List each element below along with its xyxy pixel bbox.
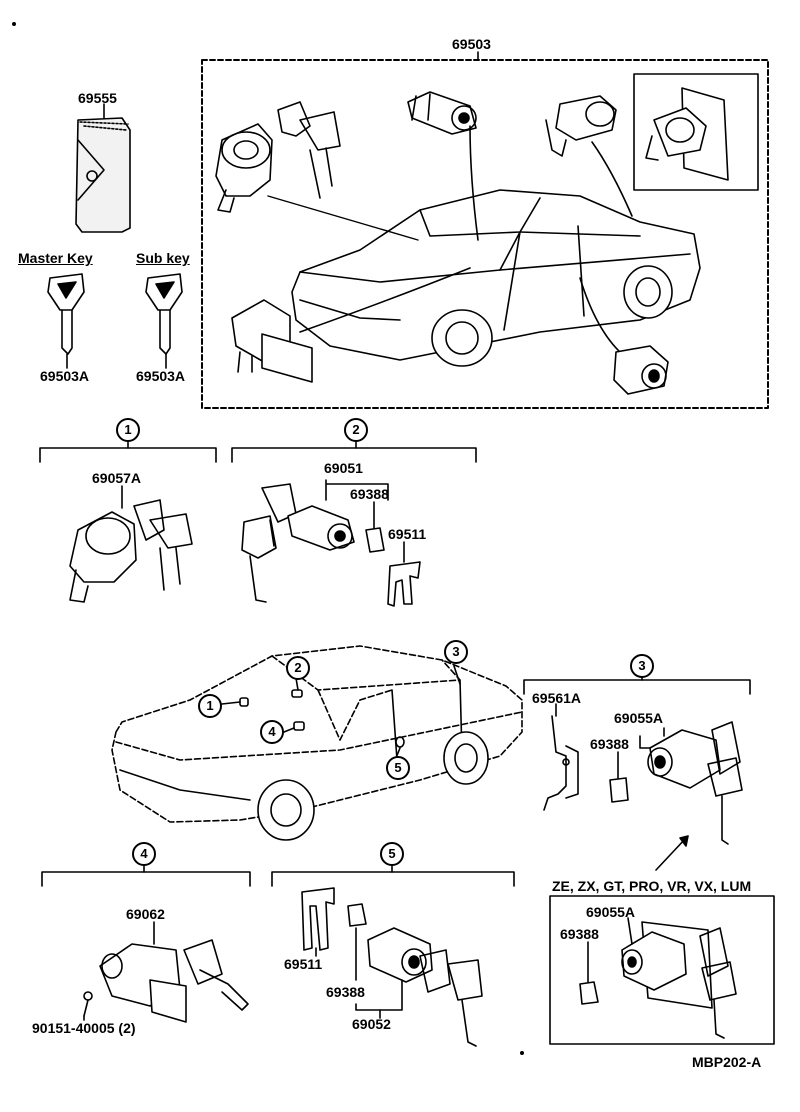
sec3-clip-drawing <box>610 778 628 802</box>
sec4-bracket <box>42 872 250 886</box>
label-sec4-cylinder: 69062 <box>126 906 165 922</box>
label-sec2-clip: 69388 <box>350 486 389 502</box>
sec5-retainer-drawing <box>302 888 334 950</box>
label-sub-key-part: 69503A <box>136 368 186 384</box>
label-sec1-ignition: 69057A <box>92 470 142 486</box>
key-case-drawing <box>76 118 130 232</box>
master-key-drawing <box>48 274 84 354</box>
label-sec3-cylinder: 69055A <box>614 710 664 726</box>
label-sec2-cylinder: 69051 <box>324 460 363 476</box>
sec2-cylinder-drawing <box>288 506 354 550</box>
sec3-bracket <box>524 680 750 694</box>
label-master-key-title: Master Key <box>18 250 93 266</box>
kit-right-cylinder-drawing <box>546 96 616 156</box>
label-kit-set: 69503 <box>452 36 491 52</box>
kit-small-cylinder-drawing <box>614 346 668 394</box>
sec2-bracket <box>232 448 476 462</box>
section-4-callout: 4 <box>132 842 156 866</box>
sec2-clip-drawing <box>366 528 384 552</box>
sec4-trunk-lock-drawing <box>100 940 248 1022</box>
sec2-retainer-drawing <box>388 562 420 606</box>
car-callout-3: 3 <box>444 640 468 664</box>
kit-dashed-frame <box>202 60 768 408</box>
sec3-cylinder-drawing <box>648 722 742 844</box>
variant-box <box>550 896 774 1044</box>
car-callout-1: 1 <box>198 694 222 718</box>
label-key-case: 69555 <box>78 90 117 106</box>
kit-inset-box <box>634 74 758 190</box>
sec1-ignition-drawing <box>70 500 192 602</box>
sec3-rod-drawing <box>544 716 578 810</box>
kit-ignition-drawing <box>216 102 340 212</box>
car-callout-5: 5 <box>386 756 410 780</box>
label-sec5-cylinder: 69052 <box>352 1016 391 1032</box>
label-sec3-rod: 69561A <box>532 690 582 706</box>
section-3-callout: 3 <box>630 654 654 678</box>
kit-inset-drawing <box>646 88 728 180</box>
sec2-keys-drawing <box>242 484 296 602</box>
sec4-screw-drawing <box>84 992 92 1016</box>
label-sec5-clip: 69388 <box>326 984 365 1000</box>
label-variant-cylinder: 69055A <box>586 904 636 920</box>
section-2-callout: 2 <box>344 418 368 442</box>
label-sec3-clip: 69388 <box>590 736 629 752</box>
section-1-callout: 1 <box>116 418 140 442</box>
label-sec4-screw: 90151-40005 (2) <box>32 1020 136 1036</box>
label-variant-grades: ZE, ZX, GT, PRO, VR, VX, LUM <box>552 878 752 894</box>
label-master-key-part: 69503A <box>40 368 90 384</box>
label-sec2-retainer: 69511 <box>388 526 427 542</box>
sec5-bracket <box>272 872 514 886</box>
main-car-drawing <box>112 646 522 840</box>
label-sec5-retainer: 69511 <box>284 956 323 972</box>
kit-trunk-lock-drawing <box>232 300 312 382</box>
kit-door-cylinder-drawing <box>408 92 476 134</box>
car-callout-4: 4 <box>260 720 284 744</box>
kit-car-drawing <box>292 190 700 366</box>
sec5-clip-drawing <box>348 904 366 926</box>
label-variant-clip: 69388 <box>560 926 599 942</box>
label-diagram-code: MBP202-A <box>692 1054 762 1070</box>
label-sub-key-title: Sub key <box>136 250 190 266</box>
section-5-callout: 5 <box>380 842 404 866</box>
car-callout-2: 2 <box>286 656 310 680</box>
sec1-bracket <box>40 448 216 462</box>
variant-drawing <box>580 922 736 1038</box>
sec5-cylinder-drawing <box>368 928 482 1046</box>
sub-key-drawing <box>146 274 182 354</box>
